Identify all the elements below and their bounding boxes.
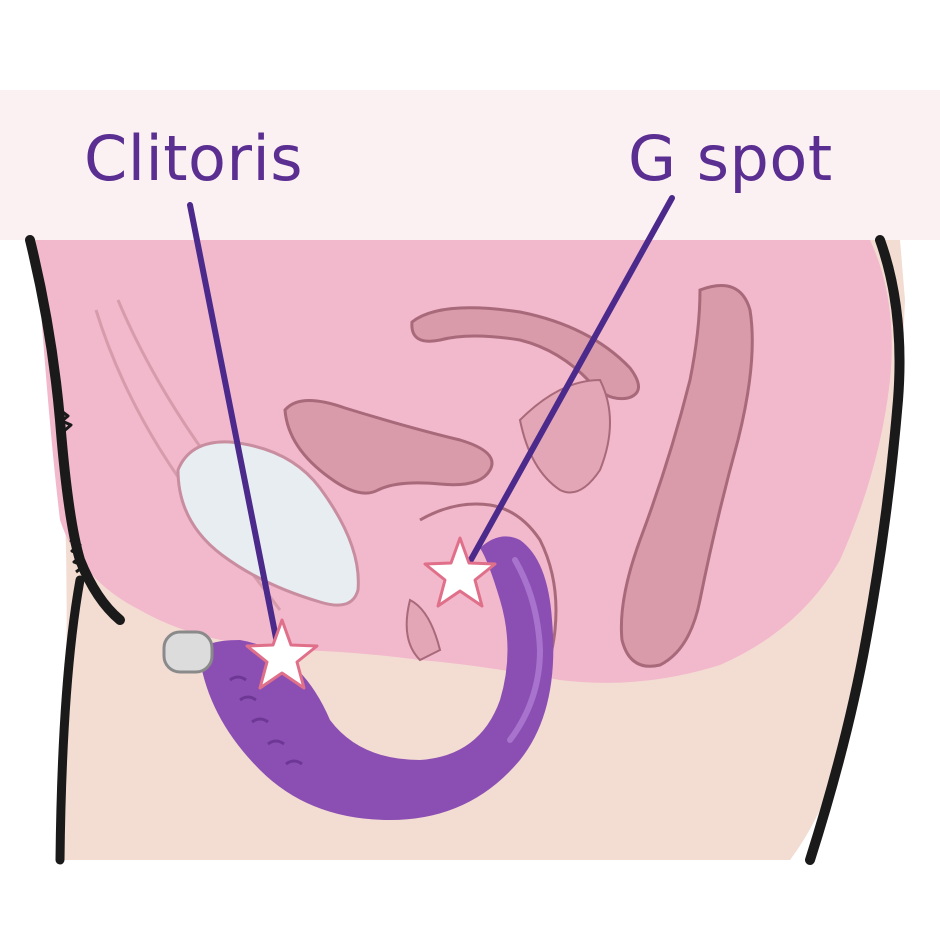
- rectum: [619, 284, 754, 668]
- inner-tissue: [405, 378, 611, 662]
- g-spot-label: G spot: [628, 122, 833, 195]
- back-outline: [805, 235, 905, 865]
- device-highlight: [507, 557, 544, 743]
- toy-device: [162, 536, 554, 820]
- ovary-tube: [410, 306, 640, 401]
- clitoris-leader-line: [187, 202, 281, 651]
- device-body: [199, 536, 554, 820]
- device-ribs: [229, 675, 303, 766]
- star-icon: [245, 618, 319, 690]
- front-outline: [25, 235, 125, 625]
- background-tint: [0, 90, 940, 240]
- star-icon: [423, 536, 497, 608]
- g-spot-leader-line: [465, 195, 675, 568]
- clitoris-label: Clitoris: [84, 122, 304, 195]
- thigh-outline: [55, 575, 85, 865]
- pubic-hair: [59, 408, 86, 574]
- uterus: [283, 398, 494, 495]
- bladder: [176, 440, 360, 607]
- device-tip: [162, 630, 214, 674]
